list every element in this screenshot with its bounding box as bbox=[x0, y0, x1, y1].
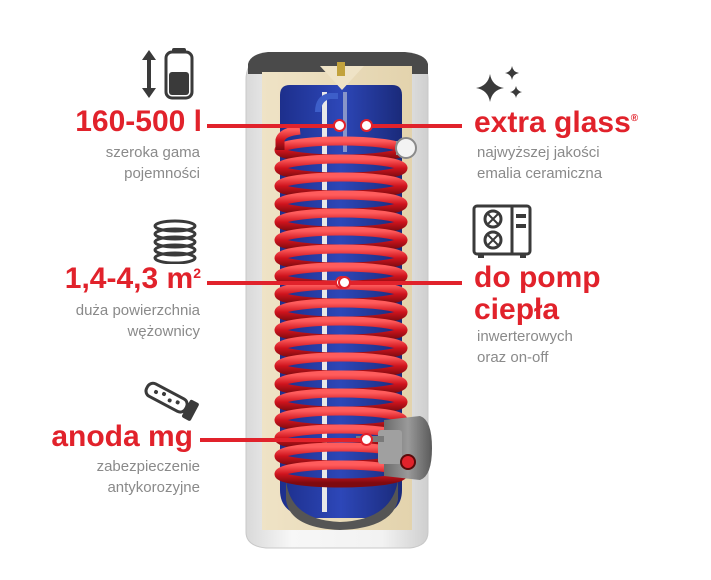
heatpump-desc: inwerterowych oraz on-off bbox=[477, 326, 573, 368]
coil-area-exponent: 2 bbox=[193, 265, 201, 281]
arrows-container-icon bbox=[142, 48, 194, 100]
glass-pointer-dot bbox=[360, 119, 373, 132]
anode-pointer-line bbox=[200, 438, 362, 442]
glass-desc: najwyższej jakości emalia ceramiczna bbox=[477, 142, 602, 184]
anode-desc-line1: zabezpieczenie bbox=[96, 458, 200, 475]
heatpump-value: do pomp ciepła bbox=[474, 262, 601, 326]
capacity-pointer-line bbox=[207, 124, 335, 128]
service-flange bbox=[356, 416, 432, 480]
sparkle-icon bbox=[476, 66, 522, 102]
glass-value: extra glass® bbox=[474, 106, 638, 140]
glass-desc-line1: najwyższej jakości bbox=[477, 144, 600, 161]
coil-desc: duża powierzchnia wężownicy bbox=[76, 300, 200, 342]
anode-desc: zabezpieczenie antykorozyjne bbox=[97, 456, 200, 498]
capacity-desc-line2: pojemności bbox=[124, 165, 200, 182]
heatpump-desc-line1: inwerterowych bbox=[477, 328, 573, 345]
capacity-desc: szeroka gama pojemności bbox=[106, 142, 200, 184]
anode-desc-line2: antykorozyjne bbox=[107, 479, 200, 496]
anode-value: anoda mg bbox=[51, 420, 193, 453]
heatpump-pointer-line bbox=[350, 281, 462, 285]
coil-area-main: 1,4-4,3 m bbox=[64, 262, 194, 295]
anode-rod-icon bbox=[144, 381, 199, 421]
heatpump-value-line2: ciepła bbox=[474, 293, 560, 326]
heatpump-desc-line2: oraz on-off bbox=[477, 349, 549, 366]
capacity-pointer-dot bbox=[333, 119, 346, 132]
coil-desc-line2: wężownicy bbox=[127, 323, 200, 340]
capacity-value: 160-500 l bbox=[75, 105, 202, 138]
heatpump-value-line1: do pomp bbox=[474, 261, 601, 294]
coil-desc-line1: duża powierzchnia bbox=[75, 302, 200, 319]
coil-area-value: 1,4-4,3 m2 bbox=[65, 262, 201, 296]
glass-pointer-line bbox=[372, 124, 462, 128]
glass-value-text: extra glass bbox=[474, 106, 631, 139]
thermometer bbox=[395, 137, 417, 159]
glass-desc-line2: emalia ceramiczna bbox=[477, 165, 603, 182]
heatpump-pointer-dot bbox=[338, 276, 351, 289]
registered-mark: ® bbox=[630, 113, 639, 124]
coil-icon bbox=[153, 219, 197, 264]
capacity-desc-line1: szeroka gama bbox=[105, 144, 200, 161]
coil-pointer-line bbox=[207, 281, 337, 285]
anode-pointer-dot bbox=[360, 433, 373, 446]
heat-pump-icon bbox=[472, 204, 532, 258]
